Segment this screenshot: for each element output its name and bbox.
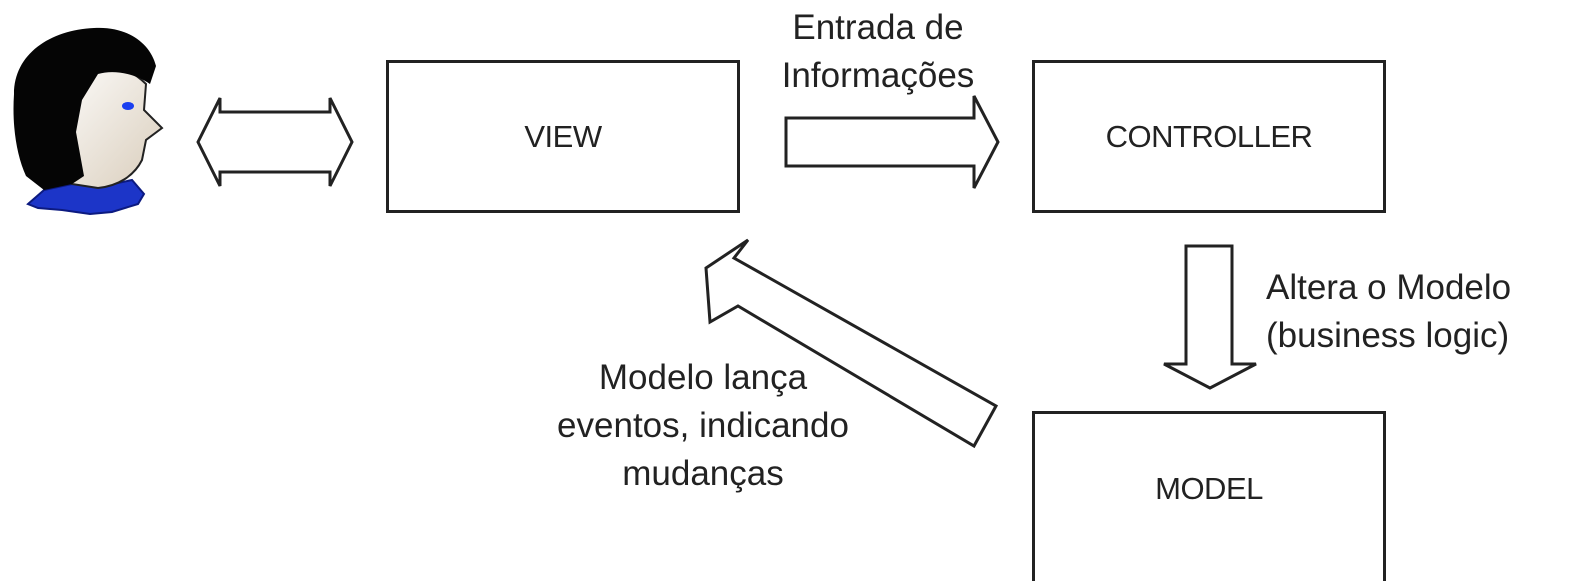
user-view-double-arrow [196, 97, 354, 187]
controller-label: CONTROLLER [1105, 118, 1313, 154]
model-box: MODEL [1032, 411, 1386, 581]
user-shirt [26, 178, 146, 216]
caption-line: (business logic) [1266, 316, 1510, 355]
model-label: MODEL [1155, 470, 1263, 506]
caption-line: Altera o Modelo [1266, 268, 1512, 307]
caption-line: Informações [781, 56, 975, 95]
view-label: VIEW [524, 118, 602, 154]
view-to-controller-caption: Entrada de Informações [760, 4, 996, 100]
caption-line: Entrada de [792, 8, 964, 47]
user-hair [13, 27, 156, 191]
controller-to-model-arrow [1163, 244, 1257, 390]
controller-to-model-caption: Altera o Modelo (business logic) [1266, 264, 1566, 360]
user-eye [122, 102, 134, 110]
model-to-view-caption: Modelo lança eventos, indicando mudanças [518, 354, 888, 498]
view-box: VIEW [386, 60, 740, 213]
caption-line: eventos, indicando [557, 406, 849, 445]
caption-line: Modelo lança [598, 358, 808, 397]
model-to-view-arrow [704, 238, 999, 449]
view-to-controller-arrow [784, 95, 1000, 189]
controller-box: CONTROLLER [1032, 60, 1386, 213]
user-person-icon [13, 27, 164, 216]
mvc-diagram [13, 27, 1257, 449]
caption-line: mudanças [622, 454, 784, 493]
